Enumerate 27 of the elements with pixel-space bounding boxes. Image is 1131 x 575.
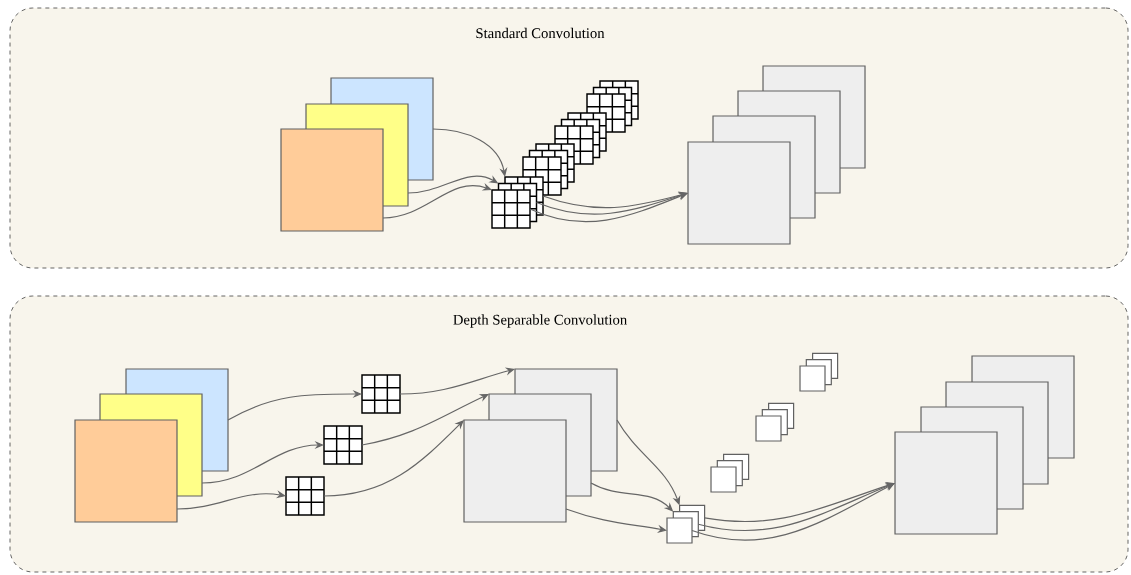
pointwise-kernel — [755, 415, 782, 442]
arrow — [382, 182, 492, 219]
arrow — [691, 483, 895, 541]
channel-square — [280, 128, 384, 232]
kernel-grid — [323, 425, 363, 465]
panel-title: Standard Convolution — [476, 27, 605, 39]
pointwise-kernel — [710, 466, 737, 493]
pointwise-kernel — [799, 365, 826, 392]
arrow — [432, 128, 508, 177]
arrow — [399, 367, 515, 395]
feature-map — [463, 419, 567, 523]
channel-square — [74, 419, 178, 523]
arrow — [201, 440, 324, 484]
arrow — [361, 394, 489, 446]
pointwise-kernel — [666, 517, 693, 544]
panel-title: Depth Separable Convolution — [453, 314, 627, 328]
arrow — [176, 490, 286, 510]
feature-map — [687, 141, 791, 245]
feature-map — [894, 431, 998, 535]
kernel-grid — [361, 374, 401, 414]
arrow — [227, 389, 362, 421]
arrow — [542, 191, 688, 209]
arrow — [565, 508, 667, 533]
kernel-grid — [285, 476, 325, 516]
arrow — [529, 192, 688, 223]
arrow — [323, 420, 464, 497]
kernel-grid — [491, 189, 531, 229]
